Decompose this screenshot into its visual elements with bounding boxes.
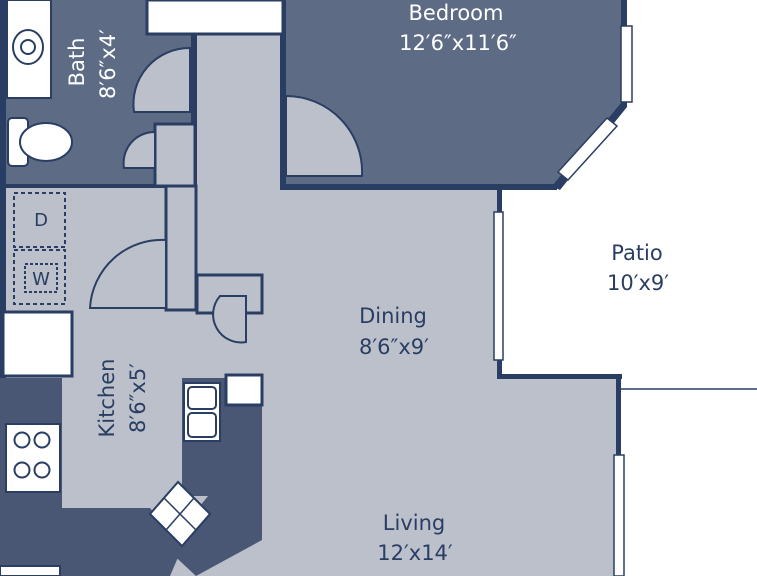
sink-basin xyxy=(187,386,217,410)
burner-icon xyxy=(33,461,51,479)
wall-bath-bottom xyxy=(0,184,197,188)
burner-icon xyxy=(13,461,31,479)
washer-label: W xyxy=(32,269,50,290)
room-name-patio: Patio xyxy=(611,241,663,265)
floor-bedroom xyxy=(283,0,625,186)
wall-bedroom-bottom xyxy=(280,184,557,190)
burner-icon xyxy=(33,431,51,449)
stovetop xyxy=(5,423,61,493)
sink-icon xyxy=(12,29,44,65)
washer xyxy=(13,249,66,305)
window-living xyxy=(613,454,625,576)
door-laundry xyxy=(88,238,167,309)
bottom-cabinet xyxy=(0,565,61,576)
room-size-patio: 10′x9′ xyxy=(607,271,669,295)
floor-main xyxy=(0,0,618,576)
hall-partition xyxy=(153,122,197,188)
bath-closet-box xyxy=(145,0,285,36)
wall-bedroom-left xyxy=(280,0,286,188)
room-size-bath: 8′6″x4′ xyxy=(96,29,120,99)
wall-patio-bottom xyxy=(497,374,622,379)
room-name-bedroom: Bedroom xyxy=(409,1,504,25)
wall-left xyxy=(0,0,6,576)
door-patio-slider xyxy=(493,211,504,361)
kitchen-partition xyxy=(164,184,198,312)
room-name-living: Living xyxy=(383,511,445,535)
room-name-kitchen: Kitchen xyxy=(95,359,119,438)
wall-bath-right xyxy=(191,0,197,186)
room-size-kitchen: 8′6″x5′ xyxy=(126,363,150,433)
sink-basin xyxy=(187,412,217,438)
dishwasher-cross xyxy=(165,497,195,531)
room-name-bath: Bath xyxy=(65,38,89,87)
window-bedroom-corner xyxy=(556,116,619,182)
toilet-icon xyxy=(19,122,73,162)
sink-drain xyxy=(20,39,36,55)
dryer xyxy=(13,192,66,248)
washer-icon-box xyxy=(24,263,58,293)
door-closet xyxy=(122,130,156,169)
room-size-living: 12′x14′ xyxy=(377,541,453,565)
window-bedroom xyxy=(620,25,633,103)
door-bedroom xyxy=(285,94,364,177)
room-name-dining: Dining xyxy=(359,304,427,328)
refrigerator xyxy=(1,310,74,378)
dryer-label: D xyxy=(34,210,48,231)
corner-cabinet xyxy=(224,373,264,407)
burner-icon xyxy=(13,431,31,449)
room-size-bedroom: 12′6″x11′6″ xyxy=(399,31,517,55)
door-pantry xyxy=(212,295,247,344)
door-bath xyxy=(132,46,191,113)
room-size-dining: 8′6″x9′ xyxy=(359,335,429,359)
